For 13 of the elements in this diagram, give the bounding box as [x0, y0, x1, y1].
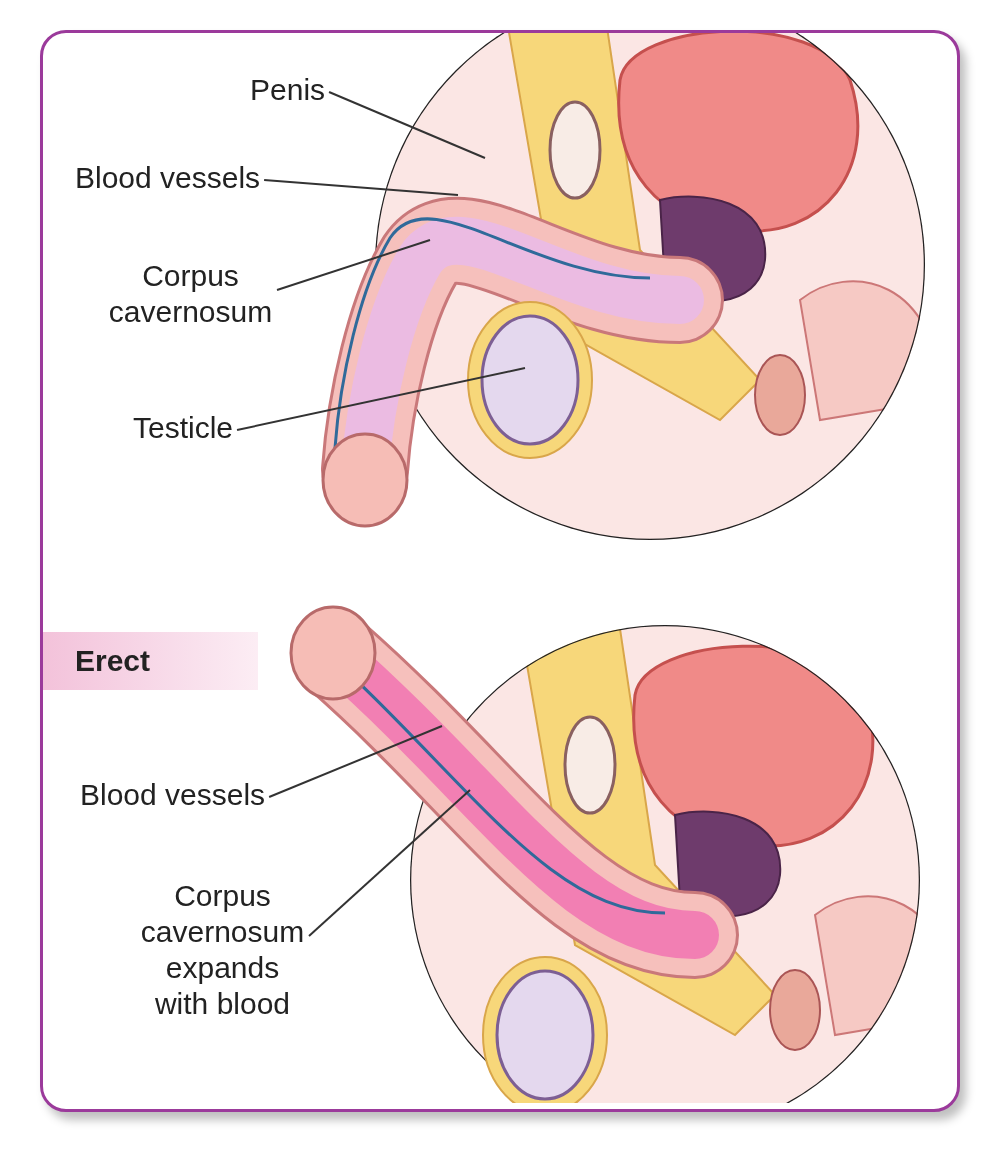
part-label: Penis [250, 72, 326, 108]
leader-line [268, 725, 443, 798]
section-band: Erect [43, 632, 258, 690]
part-label: Corpus cavernosum [108, 258, 273, 330]
leader-line [308, 789, 471, 937]
leader-line [236, 367, 526, 431]
leader-line [276, 239, 431, 291]
part-label: Testicle [133, 410, 234, 446]
part-label: Corpus cavernosum expands with blood [140, 878, 305, 1022]
part-label: Blood vessels [75, 160, 261, 196]
part-label: Blood vessels [80, 777, 266, 813]
leader-line [328, 91, 486, 159]
leader-line [263, 179, 459, 196]
